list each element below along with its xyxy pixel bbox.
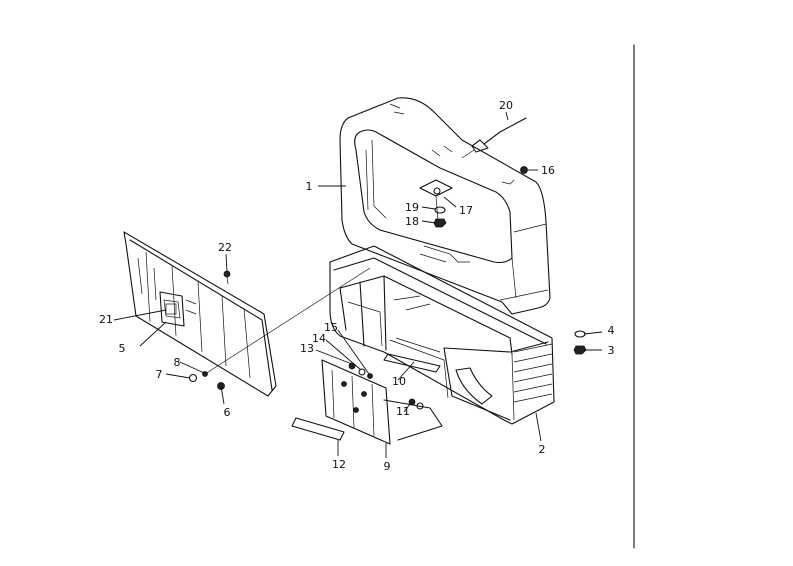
front-panel	[123, 231, 277, 397]
panel-emblem	[165, 303, 177, 315]
callout-22: 22	[218, 241, 232, 254]
screw-22	[223, 270, 231, 285]
callout-20: 20	[499, 99, 513, 112]
callout-5: 5	[119, 342, 126, 355]
alignment-line	[204, 267, 371, 375]
screw-15	[367, 373, 373, 379]
leader-lines	[113, 111, 603, 458]
callout-12: 12	[332, 458, 346, 471]
washer-4	[574, 330, 586, 338]
washer-14	[358, 368, 366, 376]
callout-1: 1	[306, 180, 313, 193]
callout-11: 11	[396, 405, 410, 418]
callout-10: 10	[392, 375, 406, 388]
washer-19	[434, 206, 446, 214]
callout-18: 18	[405, 215, 419, 228]
mounting-bracket	[419, 179, 453, 223]
callout-7: 7	[156, 368, 163, 381]
nut-3	[573, 345, 587, 355]
screw-16	[520, 166, 528, 174]
bracket-10	[383, 353, 441, 373]
callout-21: 21	[99, 313, 113, 326]
callout-13: 13	[300, 342, 314, 355]
trim-strip	[291, 417, 345, 441]
callout-4: 4	[608, 324, 615, 337]
callout-14: 14	[312, 332, 326, 345]
upper-bezel-frame	[339, 97, 551, 315]
callout-15: 15	[324, 321, 338, 334]
screw-13	[348, 362, 356, 370]
callout-16: 16	[541, 164, 555, 177]
callout-8: 8	[174, 356, 181, 369]
callout-3: 3	[608, 344, 615, 357]
callout-6: 6	[224, 406, 231, 419]
screw-7	[188, 373, 198, 383]
cable-20	[461, 117, 527, 159]
callout-2: 2	[539, 443, 546, 456]
callout-labels: 1 2 3 4 5 6 7 8 9 10 11 12 13 14 15 16 1…	[99, 99, 615, 473]
callout-17: 17	[459, 204, 473, 217]
lower-grille-housing	[329, 245, 555, 425]
callout-9: 9	[384, 460, 391, 473]
screws-11	[408, 398, 424, 410]
callout-19: 19	[405, 201, 419, 214]
lower-mount-plate	[321, 359, 443, 445]
